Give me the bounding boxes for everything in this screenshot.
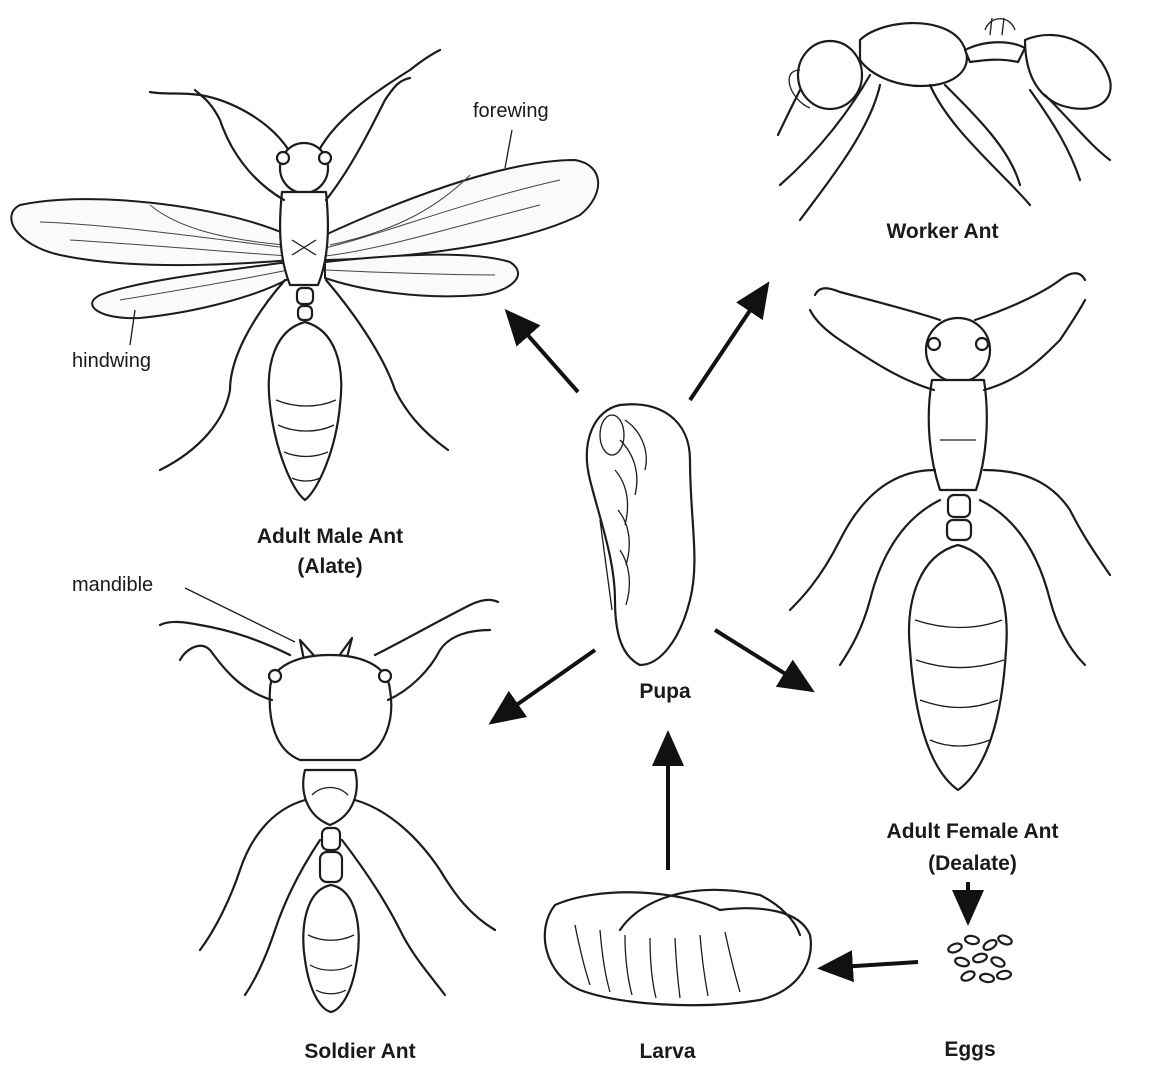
arrow-pupa-to-soldier	[495, 650, 595, 720]
adult-female-ant-illustration	[790, 273, 1110, 790]
hindwing-label: hindwing	[72, 350, 151, 373]
forewing-right	[325, 160, 598, 260]
pupa-illustration	[587, 404, 695, 665]
soldier-ant-label: Soldier Ant	[280, 1040, 440, 1064]
soldier-ant-illustration	[160, 600, 498, 1012]
mandible-label: mandible	[72, 574, 153, 597]
arrow-pupa-to-worker	[690, 288, 765, 400]
adult-female-ant-sublabel: (Dealate)	[860, 852, 1085, 876]
forewing-left	[11, 199, 292, 265]
hindwing-left	[92, 262, 290, 318]
larva-label: Larva	[620, 1040, 715, 1064]
adult-male-ant-label: Adult Male Ant	[225, 525, 435, 549]
pupa-label: Pupa	[620, 680, 710, 704]
eggs-label: Eggs	[925, 1038, 1015, 1062]
worker-ant-label: Worker Ant	[860, 220, 1025, 244]
eggs-illustration	[947, 934, 1013, 983]
arrow-eggs-to-larva	[825, 962, 918, 968]
worker-ant-illustration	[778, 18, 1111, 220]
forewing-leader-line	[505, 130, 512, 168]
arrow-pupa-to-male	[510, 315, 578, 392]
adult-female-ant-label: Adult Female Ant	[860, 820, 1085, 844]
hindwing-right	[325, 255, 518, 297]
larva-illustration	[545, 890, 811, 1005]
forewing-label: forewing	[473, 100, 549, 123]
adult-male-ant-sublabel: (Alate)	[225, 555, 435, 579]
arrow-pupa-to-female	[715, 630, 808, 688]
